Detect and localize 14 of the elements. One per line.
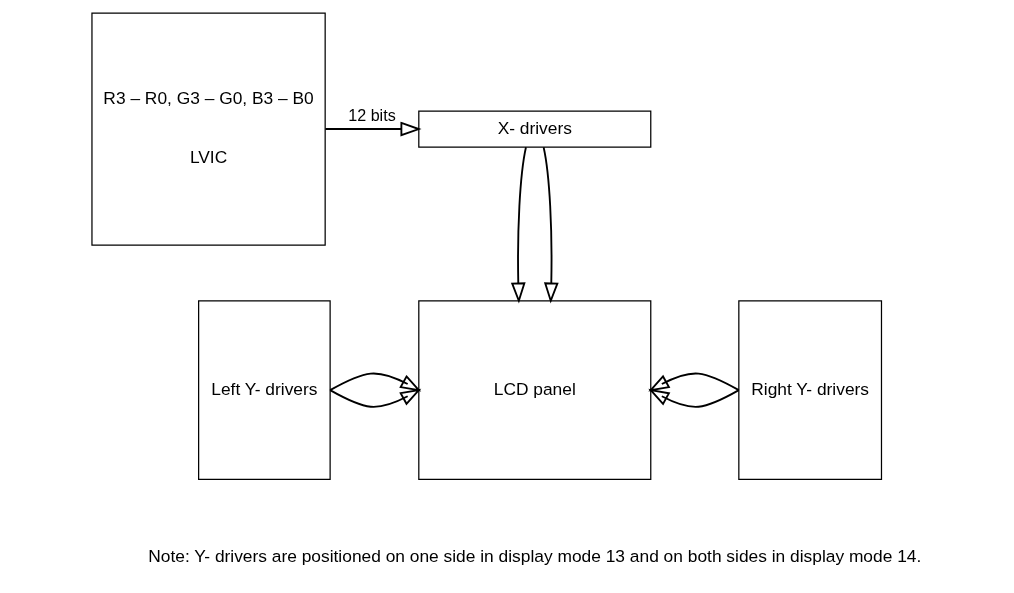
- node-box: R3 – R0, G3 – G0, B3 – B0 LVIC: [90, 12, 326, 246]
- arrow: [324, 121, 422, 137]
- arrow: [542, 146, 559, 304]
- node-box: LCD panel: [417, 300, 651, 481]
- node-box: Left Y- drivers: [197, 300, 331, 481]
- arrow: [647, 372, 740, 392]
- node-box: Right Y- drivers: [737, 300, 882, 481]
- label: Note: Y- drivers are positioned on one side in display mode 13 and on both sides in display mode 14.: [147, 546, 921, 567]
- arrow: [510, 146, 527, 304]
- edge-label: 12 bits: [347, 105, 396, 124]
- arrow: [647, 388, 740, 408]
- node-box: X- drivers: [417, 110, 651, 148]
- arrow: [328, 372, 421, 392]
- arrow: [328, 388, 421, 408]
